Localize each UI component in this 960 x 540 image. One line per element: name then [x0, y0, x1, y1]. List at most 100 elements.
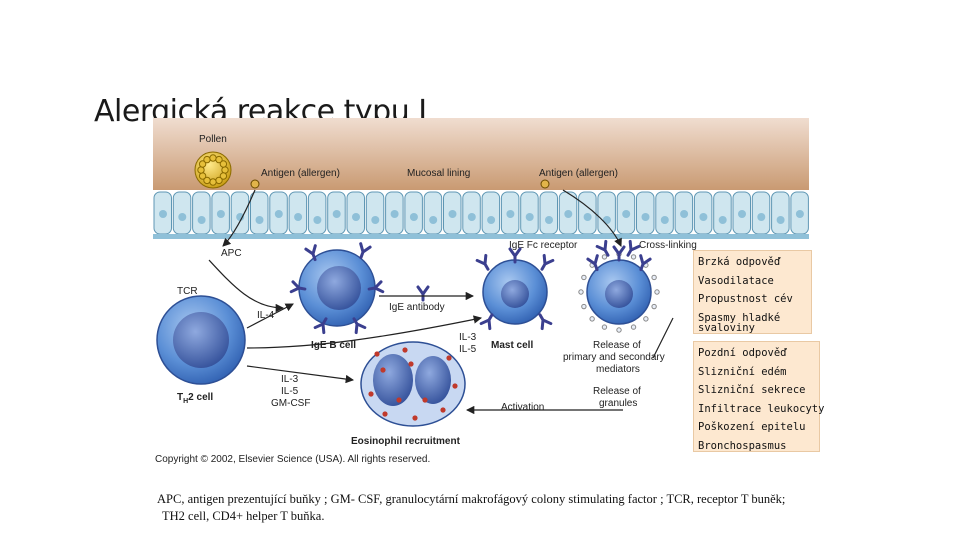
- epithelial-nucleus: [487, 216, 496, 224]
- ige-antibody-icon: [479, 313, 494, 331]
- arrow-antigen-mast: [562, 189, 622, 247]
- mucosa-band: [153, 118, 809, 190]
- epithelial-nucleus: [506, 210, 515, 218]
- epithelial-nucleus: [680, 210, 689, 218]
- pollen-spike: [209, 154, 217, 162]
- ige-antibody-icon: [289, 280, 307, 294]
- line-mediators: [652, 317, 674, 359]
- label-cross-linking: Cross-linking: [639, 240, 697, 251]
- epithelial-nucleus: [390, 210, 399, 218]
- epithelial-nucleus: [197, 216, 206, 224]
- granule: [651, 274, 657, 281]
- eosinophil-granule: [382, 411, 388, 417]
- eosinophil-granule: [422, 397, 428, 403]
- epithelial-cell: [597, 191, 616, 235]
- label-il5b: IL-5: [281, 386, 299, 397]
- pollen-spike: [198, 172, 207, 180]
- ige-b-cell-icon: [298, 249, 376, 327]
- label-il4: IL-4: [257, 310, 275, 321]
- epithelial-cell: [423, 191, 443, 235]
- granule: [630, 254, 637, 260]
- epithelial-nucleus: [294, 213, 303, 221]
- label-tcr: TCR: [177, 286, 198, 297]
- label-release-mediators-3: mediators: [596, 364, 640, 375]
- epithelial-cell: [230, 191, 250, 235]
- eosinophil-granule: [402, 347, 408, 353]
- antigen-left-icon: [250, 179, 260, 189]
- early-response-item: Vasodilatace: [698, 274, 774, 287]
- epithelial-cell: [365, 191, 385, 235]
- epithelial-nucleus: [274, 210, 283, 218]
- label-th2-cell: TH2 cell: [177, 392, 213, 405]
- label-pollen: Pollen: [199, 134, 227, 145]
- pollen-spike: [203, 155, 211, 164]
- eosinophil-granule: [374, 351, 380, 357]
- early-response-item: Propustnost cév: [698, 293, 793, 305]
- degranulating-mast-cell-icon: [578, 251, 660, 333]
- label-release-granules-2: granules: [599, 398, 637, 409]
- epithelial-cell: [771, 191, 790, 235]
- arrow-il3-il5: [246, 315, 483, 349]
- pollen-spike: [215, 155, 223, 164]
- epithelium: [153, 191, 809, 239]
- epithelial-cell: [250, 191, 269, 235]
- granule: [651, 303, 657, 310]
- early-response-item: svaloviny: [698, 322, 755, 334]
- granule: [616, 327, 622, 333]
- mast-cell-icon: [482, 259, 548, 325]
- label-release-mediators-2: primary and secondary: [563, 352, 665, 363]
- label-ige-b-cell: IgE B cell: [311, 340, 356, 351]
- ige-antibody-icon: [352, 317, 367, 335]
- antigen-right-icon: [540, 179, 550, 189]
- epithelial-cell: [288, 191, 308, 235]
- epithelial-nucleus: [178, 213, 187, 221]
- label-copyright: Copyright © 2002, Elsevier Science (USA)…: [155, 454, 430, 465]
- granule: [601, 324, 608, 330]
- epithelial-cell: [307, 191, 327, 235]
- epithelial-nucleus: [371, 216, 380, 224]
- granule: [601, 254, 608, 260]
- epithelial-cell: [346, 191, 365, 235]
- epithelial-cell: [713, 191, 732, 235]
- arrow-antigen-apc: [222, 189, 256, 247]
- pollen-spike: [198, 160, 207, 168]
- epithelial-nucleus: [352, 213, 360, 221]
- epithelial-nucleus: [332, 210, 341, 218]
- eosinophil-granule: [446, 355, 452, 361]
- eosinophil-granule: [396, 397, 402, 403]
- basement-membrane: [153, 234, 809, 239]
- epithelial-nucleus: [545, 216, 553, 224]
- early-response-item: Spasmy hladké: [698, 311, 781, 324]
- pollen-spike: [215, 176, 223, 185]
- late-response-item: Slizniční edém: [698, 365, 787, 378]
- epithelial-nucleus: [467, 213, 476, 221]
- th2-cell-icon: [156, 295, 246, 385]
- granule: [654, 289, 660, 295]
- pollen-spike: [197, 166, 205, 174]
- label-gmcsf: GM-CSF: [271, 398, 310, 409]
- early-response-item: Brzká odpověď: [698, 256, 781, 268]
- epithelial-nucleus: [776, 216, 785, 224]
- granule: [581, 274, 587, 281]
- epithelial-nucleus: [602, 216, 611, 224]
- epithelial-nucleus: [216, 210, 225, 218]
- arrow-gmcsf: [246, 365, 355, 384]
- epithelial-nucleus: [255, 216, 264, 224]
- allergy-type1-diagram: Pollen Antigen (allergen) Mucosal lining…: [153, 118, 809, 465]
- footnote-line1: APC, antigen prezentující buňky ; GM- CS…: [157, 492, 786, 506]
- ige-antibody-icon: [626, 239, 641, 257]
- granule: [630, 324, 637, 330]
- epithelial-nucleus: [641, 213, 650, 221]
- epithelial-nucleus: [564, 210, 573, 218]
- epithelial-cell: [481, 191, 501, 235]
- label-mast-cell: Mast cell: [491, 340, 533, 351]
- late-response-item: Poškození epitelu: [698, 421, 806, 433]
- epithelial-cell: [636, 191, 655, 235]
- footnote: APC, antigen prezentující buňky ; GM- CS…: [157, 491, 877, 525]
- ige-antibody-icon: [595, 239, 610, 257]
- ige-antibody-icon: [416, 285, 430, 302]
- pollen-icon: [194, 151, 232, 189]
- late-response-item: Pozdní odpověď: [698, 347, 787, 359]
- label-ige-fc-receptor: IgE Fc receptor: [509, 240, 578, 251]
